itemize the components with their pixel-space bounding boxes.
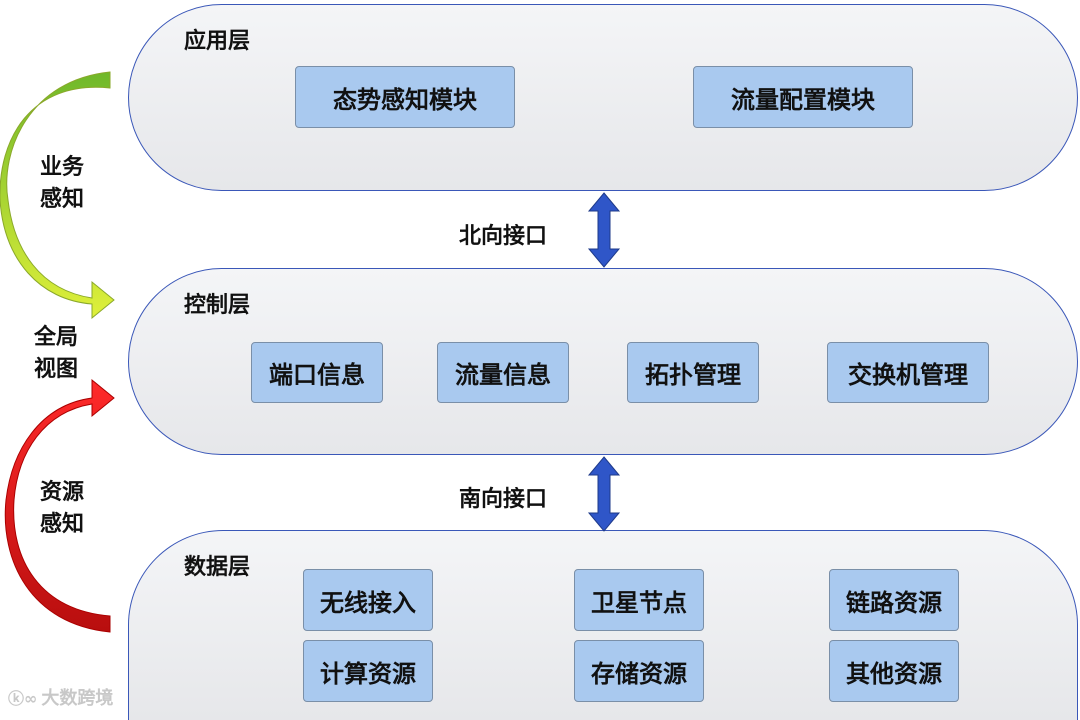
- business-awareness-label: 业务 感知: [32, 152, 92, 216]
- traffic-config-module: 流量配置模块: [693, 66, 913, 128]
- data-layer-title: 数据层: [184, 555, 251, 580]
- application-layer-title: 应用层: [184, 29, 251, 54]
- resource-awareness-arrow: [4, 378, 115, 633]
- resource-awareness-line1: 资源: [39, 480, 84, 505]
- control-layer: 控制层 端口信息 流量信息 拓扑管理 交换机管理: [128, 268, 1078, 455]
- watermark-text: 大数跨境: [41, 688, 114, 709]
- link-resource-module: 链路资源: [829, 569, 959, 631]
- port-info-module: 端口信息: [251, 342, 383, 403]
- resource-awareness-label: 资源 感知: [32, 477, 92, 541]
- situation-awareness-module: 态势感知模块: [295, 66, 515, 128]
- storage-resource-module: 存储资源: [574, 640, 704, 702]
- control-layer-title: 控制层: [184, 293, 251, 318]
- south-interface-arrow: [587, 456, 621, 532]
- watermark-logo-icon: ⓚ∞: [8, 689, 38, 708]
- other-resource-module: 其他资源: [829, 640, 959, 702]
- global-view-line2: 视图: [33, 357, 78, 382]
- compute-resource-module: 计算资源: [303, 640, 433, 702]
- traffic-info-module: 流量信息: [437, 342, 569, 403]
- north-interface-label: 北向接口: [459, 224, 548, 249]
- business-awareness-line1: 业务: [39, 155, 84, 180]
- switch-management-module: 交换机管理: [827, 342, 989, 403]
- watermark: ⓚ∞ 大数跨境: [8, 684, 113, 710]
- south-interface-label: 南向接口: [459, 487, 548, 512]
- business-awareness-arrow: [0, 71, 115, 320]
- global-view-line1: 全局: [33, 325, 78, 350]
- resource-awareness-line2: 感知: [39, 512, 84, 537]
- wireless-access-module: 无线接入: [303, 569, 433, 631]
- business-awareness-line2: 感知: [39, 187, 84, 212]
- satellite-node-module: 卫星节点: [574, 569, 704, 631]
- north-interface-arrow: [587, 192, 621, 268]
- global-view-label: 全局 视图: [26, 322, 86, 386]
- data-layer: 数据层 无线接入 卫星节点 链路资源 计算资源 存储资源 其他资源: [128, 530, 1078, 720]
- application-layer: 应用层 态势感知模块 流量配置模块: [128, 4, 1078, 191]
- topology-management-module: 拓扑管理: [627, 342, 759, 403]
